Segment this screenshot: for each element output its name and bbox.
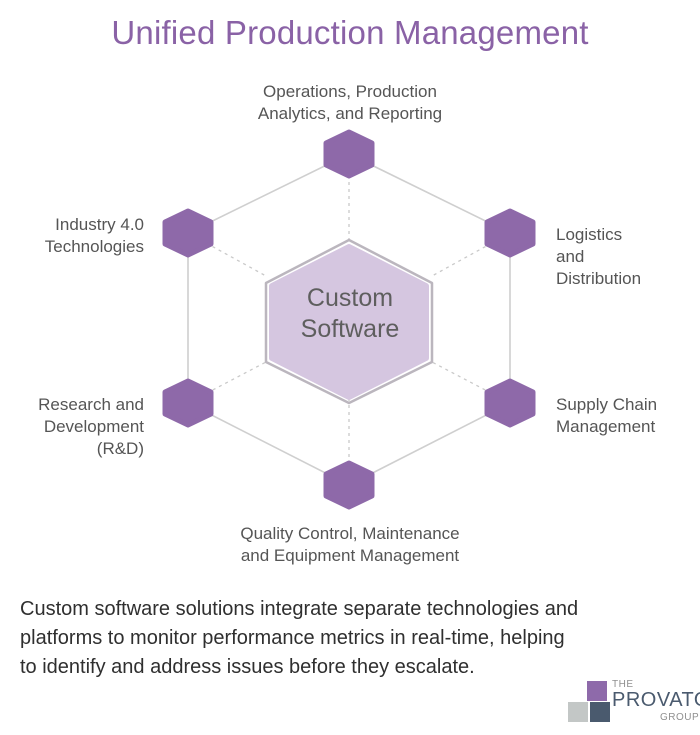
page-title: Unified Production Management [111,14,589,51]
node-top-right-hexagon-icon [484,208,536,258]
node-label-line: and Equipment Management [240,546,460,565]
node-label-line: Operations, Production [263,82,437,101]
logo-square-purple [587,681,607,701]
node-top-hexagon-icon [323,129,375,179]
logo-square-gray [568,702,588,722]
center-hexagon-border [264,238,434,405]
node-label-line: Logistics [556,225,623,244]
node-top-left-hexagon-icon [162,208,214,258]
logo-the-text: THE [612,679,634,690]
logo-square-navy [590,702,610,722]
center-label: Custom Software [270,283,430,345]
node-label-line: Distribution [556,269,642,288]
center-hexagon [269,244,429,400]
logo-group-text: GROUP [660,712,700,723]
node-label-bottom-right: Supply Chain Management [556,394,696,438]
center-label-line-2: Software [300,315,400,343]
caption-text: Custom software solutions integrate sepa… [20,595,680,682]
caption-line-1: Custom software solutions integrate sepa… [20,598,579,620]
node-label-top-left: Industry 4.0 Technologies [0,214,144,258]
node-label-line: (R&D) [96,439,144,458]
logo-name-text: PROVATO [612,689,700,711]
node-hexagons [162,129,536,510]
node-label-line: and [556,247,585,266]
node-bottom-hexagon-icon [323,460,375,510]
node-label-bottom-left: Research and Development (R&D) [0,394,144,460]
node-label-bottom: Quality Control, Maintenance and Equipme… [175,523,525,567]
node-label-line: Technologies [44,237,144,256]
node-label-line: Management [556,417,656,436]
node-bottom-right-hexagon-icon [484,378,536,428]
node-label-line: Analytics, and Reporting [257,104,443,123]
node-label-line: Supply Chain [556,395,658,414]
node-label-line: Quality Control, Maintenance [240,524,460,543]
caption-line-2: platforms to monitor performance metrics… [20,627,565,649]
node-label-line: Research and [38,395,144,414]
provato-group-logo: THE PROVATO GROUP [568,679,700,730]
caption-line-3: to identify and address issues before th… [20,656,475,678]
hexagon-diagram [162,129,536,510]
node-label-line: Industry 4.0 [55,215,144,234]
node-label-top-right: Logistics and Distribution [556,224,696,290]
node-label-line: Development [43,417,144,436]
center-label-line-1: Custom [306,284,394,312]
node-label-top: Operations, Production Analytics, and Re… [200,81,500,125]
node-bottom-left-hexagon-icon [162,378,214,428]
